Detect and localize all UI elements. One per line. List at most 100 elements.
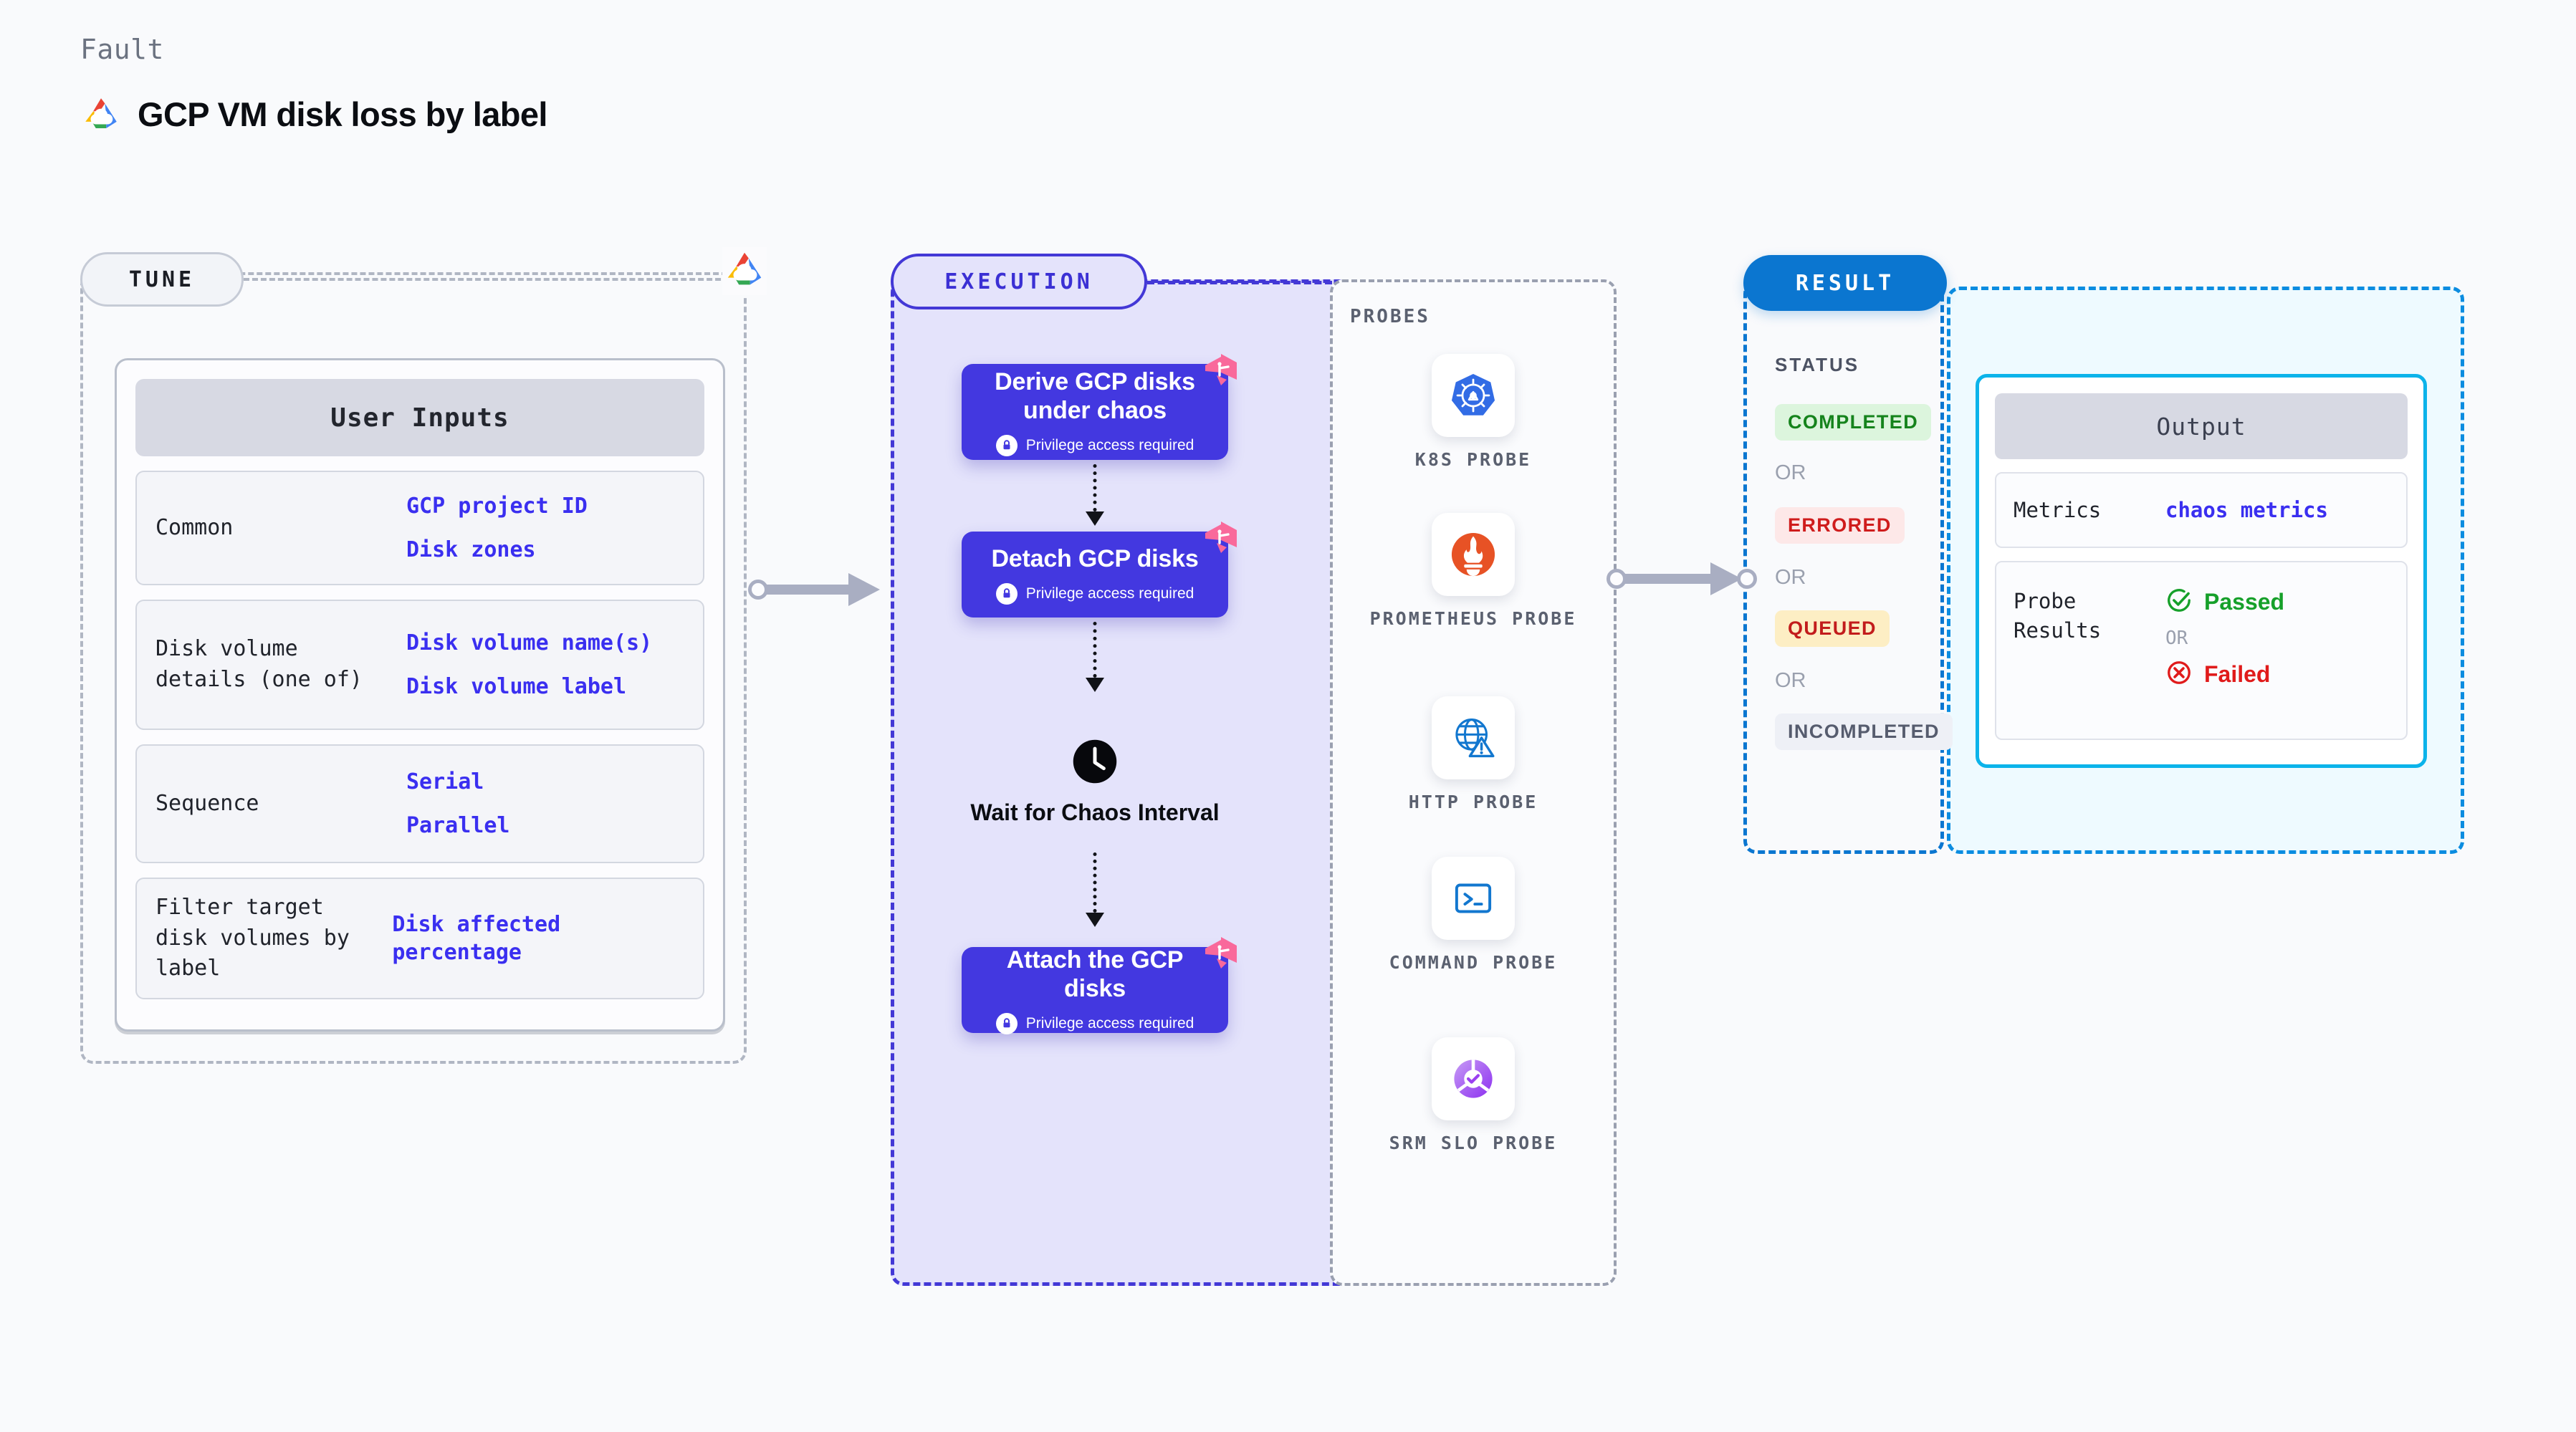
connector-tune-to-execution: [748, 573, 891, 606]
tune-pill-label[interactable]: TUNE: [80, 252, 244, 307]
probe-item-prometheus[interactable]: PROMETHEUS PROBE: [1351, 513, 1595, 631]
arrow-head: [1086, 678, 1104, 692]
http-globe-warning-icon: [1432, 696, 1515, 779]
output-row-probe-results[interactable]: Probe Results Passed OR: [1995, 561, 2408, 740]
lock-icon: [995, 1013, 1018, 1035]
result-pill-label[interactable]: RESULT: [1743, 255, 1947, 311]
execution-node-detach-gcp-disks[interactable]: Detach GCP disks Privilege access requir…: [962, 522, 1237, 618]
status-or-2: OR: [1775, 566, 1806, 589]
privilege-text: Privilege access required: [1025, 585, 1194, 602]
output-label: Metrics: [2014, 497, 2102, 522]
output-value[interactable]: chaos metrics: [2165, 498, 2328, 522]
probes-title: PROBES: [1350, 306, 1430, 327]
user-input-row-disk-volume-details[interactable]: Disk volume details (one of) Disk volume…: [135, 600, 704, 730]
chaos-flag-icon: [1202, 351, 1240, 392]
status-title: STATUS: [1775, 354, 1860, 375]
probe-label: HTTP PROBE: [1408, 792, 1538, 812]
execution-connector-dash: [1147, 281, 1332, 284]
row-value[interactable]: Disk zones: [406, 537, 536, 562]
row-value[interactable]: GCP project ID: [406, 494, 588, 519]
output-card: Output Metrics chaos metrics Probe Resul…: [1976, 374, 2427, 768]
chaos-flag-icon: [1202, 934, 1240, 975]
row-label: Disk volume details (one of): [155, 636, 363, 692]
execution-node-derive-gcp-disks[interactable]: Derive GCP disks under chaos Privilege a…: [962, 354, 1237, 460]
node-title: Derive GCP disks under chaos: [995, 367, 1195, 424]
connector-line: [758, 585, 858, 595]
probe-passed-label: Passed: [2204, 589, 2285, 615]
user-input-row-filter-target[interactable]: Filter target disk volumes by label Disk…: [135, 878, 704, 999]
arrow-line: [1093, 622, 1097, 678]
page-title-row: GCP VM disk loss by label: [80, 93, 547, 135]
arrow-node1-to-node2: [1045, 464, 1145, 529]
connector-dot-end: [1737, 569, 1757, 589]
probe-result-values: Passed OR Failed: [2165, 587, 2284, 690]
user-input-row-sequence[interactable]: Sequence Serial Parallel: [135, 744, 704, 863]
row-value[interactable]: Disk volume label: [406, 674, 627, 699]
row-value[interactable]: Parallel: [406, 813, 510, 838]
connector-arrowhead: [848, 573, 880, 606]
arrow-head: [1086, 913, 1104, 927]
privilege-text: Privilege access required: [1025, 437, 1194, 454]
output-label: Probe Results: [2014, 589, 2102, 643]
connector-dot-start: [748, 580, 768, 600]
execution-node-attach-gcp-disks[interactable]: Attach the GCP disks Privilege access re…: [962, 937, 1237, 1035]
probe-item-srm-slo[interactable]: SRM SLO PROBE: [1351, 1037, 1595, 1155]
user-inputs-title: User Inputs: [135, 379, 704, 456]
row-values: GCP project ID Disk zones: [406, 492, 588, 564]
tune-connector-dash: [244, 278, 738, 281]
prometheus-icon: [1432, 513, 1515, 596]
lock-icon: [995, 583, 1018, 605]
page-kicker: Fault: [80, 34, 164, 65]
wait-for-chaos-interval[interactable]: Wait for Chaos Interval: [952, 738, 1238, 826]
probe-result-passed: Passed: [2165, 587, 2284, 618]
row-label: Filter target disk volumes by label: [155, 895, 350, 981]
user-inputs-card: User Inputs Common GCP project ID Disk z…: [115, 358, 725, 1032]
status-badge-queued: QUEUED: [1775, 610, 1890, 647]
status-or-3: OR: [1775, 669, 1806, 692]
connector-line: [1617, 574, 1720, 584]
lock-icon: [995, 435, 1018, 457]
status-badge-errored: ERRORED: [1775, 507, 1905, 544]
arrow-line: [1093, 464, 1097, 511]
probe-item-command[interactable]: COMMAND PROBE: [1351, 857, 1595, 975]
row-value[interactable]: Serial: [406, 769, 484, 794]
row-label: Sequence: [155, 790, 259, 816]
terminal-icon: [1432, 857, 1515, 940]
x-circle-icon: [2165, 659, 2193, 690]
execution-pill-label[interactable]: EXECUTION: [891, 254, 1147, 309]
probe-result-failed: Failed: [2165, 659, 2284, 690]
status-or-1: OR: [1775, 461, 1806, 484]
node-title: Detach GCP disks: [991, 544, 1199, 572]
connector-execution-to-result: [1607, 562, 1757, 595]
status-badge-incompleted: INCOMPLETED: [1775, 713, 1953, 750]
probe-label: PROMETHEUS PROBE: [1369, 608, 1577, 629]
output-row-metrics[interactable]: Metrics chaos metrics: [1995, 472, 2408, 548]
row-value[interactable]: Disk affected percentage: [392, 912, 561, 965]
row-value[interactable]: Disk volume name(s): [406, 630, 653, 655]
probe-result-or: OR: [2165, 628, 2188, 649]
row-values: Disk affected percentage: [392, 910, 684, 966]
arrow-node2-to-wait: [1045, 622, 1145, 701]
probe-label: K8S PROBE: [1414, 449, 1532, 470]
wait-label: Wait for Chaos Interval: [970, 799, 1220, 825]
node-title: Attach the GCP disks: [1006, 946, 1184, 1002]
status-badge-completed: COMPLETED: [1775, 404, 1932, 441]
clock-icon: [1071, 738, 1119, 789]
row-values: Disk volume name(s) Disk volume label: [406, 629, 652, 701]
row-label: Common: [155, 514, 234, 540]
kubernetes-icon: [1432, 354, 1515, 437]
arrow-head: [1086, 511, 1104, 526]
check-circle-icon: [2165, 587, 2193, 618]
connector-dot-start: [1607, 569, 1627, 589]
privilege-text: Privilege access required: [1025, 1015, 1194, 1032]
output-title: Output: [1995, 393, 2408, 459]
probe-item-http[interactable]: HTTP PROBE: [1351, 696, 1595, 814]
srm-slo-icon: [1432, 1037, 1515, 1120]
probe-label: SRM SLO PROBE: [1389, 1133, 1558, 1153]
tune-panel: [80, 272, 747, 1064]
probe-failed-label: Failed: [2204, 661, 2271, 687]
probe-item-k8s[interactable]: K8S PROBE: [1351, 354, 1595, 472]
user-input-row-common[interactable]: Common GCP project ID Disk zones: [135, 471, 704, 585]
privilege-note: Privilege access required: [995, 583, 1194, 605]
